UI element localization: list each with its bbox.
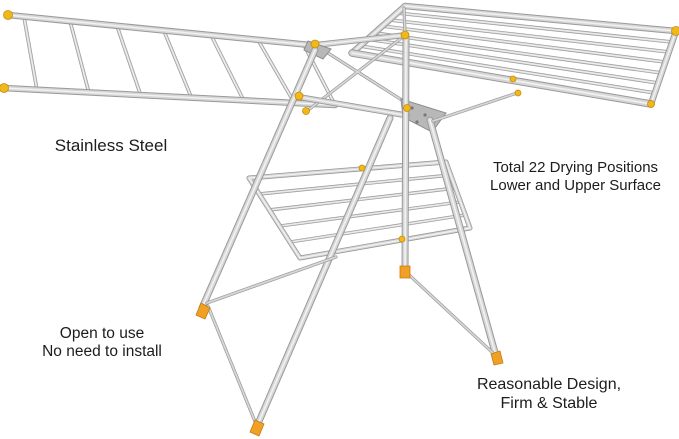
- center-hinge: [299, 6, 447, 133]
- annotation-text: Lower and Upper Surface: [490, 176, 661, 194]
- annotation-text: Open to use: [59, 325, 145, 342]
- annotation-text: No need to install: [42, 343, 162, 361]
- left-wing: [3, 15, 335, 105]
- foot-caps: [195, 265, 504, 437]
- lower-shelf: [249, 162, 470, 258]
- annotation-text: Stainless Steel: [54, 136, 168, 155]
- annotation-stainless-steel: Stainless Steel: [36, 136, 186, 156]
- annotation-text: Firm & Stable: [500, 394, 598, 412]
- annotation-reasonable-design: Reasonable Design, Firm & Stable: [449, 376, 649, 414]
- annotation-text: Total 22 Drying Positions: [492, 159, 659, 176]
- right-wing: [352, 6, 676, 104]
- annotation-text: Reasonable Design,: [476, 376, 622, 393]
- annotation-drying-positions: Total 22 Drying Positions Lower and Uppe…: [472, 159, 679, 194]
- annotation-open-to-use: Open to use No need to install: [22, 325, 182, 362]
- joint-caps: [0, 10, 679, 243]
